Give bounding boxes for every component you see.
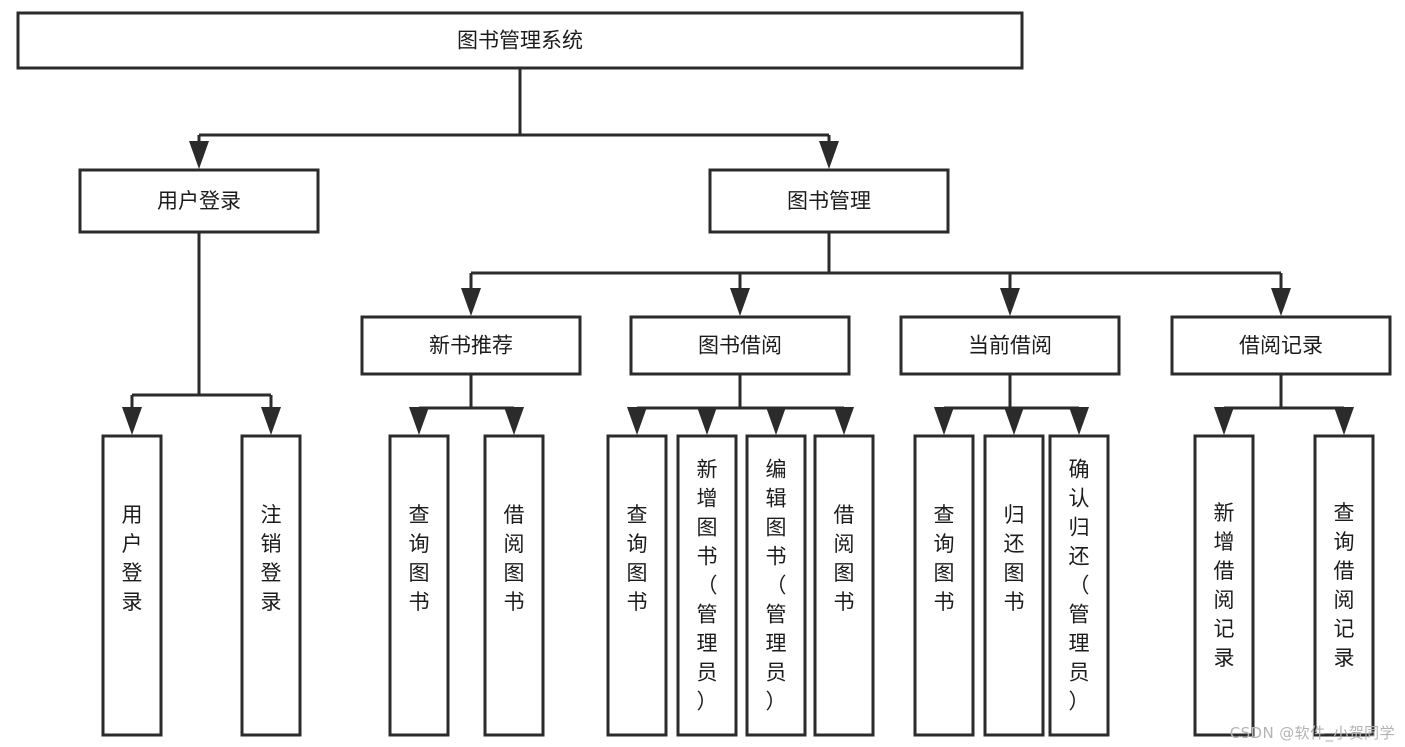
- node-leaf-edit-book[interactable]: 编辑图书（管理员）: [745, 434, 807, 737]
- node-box-current-borrow[interactable]: [899, 315, 1121, 376]
- connector-edge-user-login-to-leaves: [122, 232, 281, 435]
- node-label-leaf-query-book-2: 查询图书: [627, 503, 648, 614]
- arrow-head-icon: [122, 407, 142, 435]
- node-book-borrow[interactable]: 图书借阅: [629, 315, 851, 376]
- node-borrow-record[interactable]: 借阅记录: [1170, 315, 1392, 376]
- connector-edge-root-to-level2: [189, 68, 839, 169]
- node-box-book-manage[interactable]: [708, 168, 950, 234]
- node-label-leaf-borrow-book-1: 借阅图书: [504, 503, 525, 614]
- arrow-head-icon: [409, 407, 429, 435]
- node-label-leaf-return-book: 归还图书: [1004, 503, 1025, 614]
- node-leaf-query-book-1[interactable]: 查询图书: [388, 434, 450, 737]
- node-root[interactable]: 图书管理系统: [16, 11, 1024, 70]
- node-leaf-user-login[interactable]: 用户登录: [101, 434, 163, 737]
- node-box-leaf-borrow-book-2[interactable]: [813, 434, 875, 737]
- arrow-head-icon: [1000, 288, 1020, 316]
- node-label-leaf-query-book-3: 查询图书: [934, 503, 955, 614]
- node-box-root[interactable]: [16, 11, 1024, 70]
- node-leaf-query-book-3[interactable]: 查询图书: [913, 434, 975, 737]
- node-label-book-manage: 图书管理: [787, 189, 871, 213]
- node-box-leaf-confirm-return[interactable]: [1048, 434, 1110, 737]
- arrow-head-icon: [1004, 407, 1024, 435]
- arrow-head-icon: [189, 141, 209, 169]
- arrow-head-icon: [627, 407, 647, 435]
- node-label-leaf-user-login: 用户登录: [122, 503, 143, 614]
- connector-edge-current-to-leaves: [934, 374, 1089, 435]
- arrow-head-icon: [730, 288, 750, 316]
- node-leaf-return-book[interactable]: 归还图书: [983, 434, 1045, 737]
- node-label-leaf-edit-book: 编辑图书（管理员）: [766, 458, 787, 714]
- node-current-borrow[interactable]: 当前借阅: [899, 315, 1121, 376]
- arrow-head-icon: [1069, 407, 1089, 435]
- arrow-head-icon: [461, 288, 481, 316]
- node-leaf-add-book[interactable]: 新增图书（管理员）: [676, 434, 738, 737]
- node-box-leaf-query-book-2[interactable]: [606, 434, 668, 737]
- connector-edge-borrow-to-leaves: [627, 374, 854, 435]
- node-user-login[interactable]: 用户登录: [78, 168, 320, 234]
- watermark-text: CSDN @软件_小贺同学: [1229, 724, 1395, 742]
- node-box-leaf-add-record[interactable]: [1193, 434, 1255, 737]
- node-box-leaf-add-book[interactable]: [676, 434, 738, 737]
- node-box-leaf-user-login[interactable]: [101, 434, 163, 737]
- node-label-leaf-query-book-1: 查询图书: [409, 503, 430, 614]
- node-label-leaf-query-record: 查询借阅记录: [1334, 501, 1355, 670]
- node-leaf-user-logout[interactable]: 注销登录: [240, 434, 302, 737]
- arrow-head-icon: [504, 407, 524, 435]
- node-box-leaf-return-book[interactable]: [983, 434, 1045, 737]
- node-box-book-borrow[interactable]: [629, 315, 851, 376]
- arrow-head-icon: [934, 407, 954, 435]
- node-label-root: 图书管理系统: [457, 29, 583, 53]
- node-box-leaf-user-logout[interactable]: [240, 434, 302, 737]
- node-label-borrow-record: 借阅记录: [1239, 334, 1323, 358]
- arrow-head-icon: [697, 407, 717, 435]
- node-box-user-login[interactable]: [78, 168, 320, 234]
- node-leaf-query-record[interactable]: 查询借阅记录: [1313, 434, 1375, 737]
- node-leaf-borrow-book-2[interactable]: 借阅图书: [813, 434, 875, 737]
- connector-edge-recommend-to-leaves: [409, 374, 524, 435]
- node-label-new-book-recommend: 新书推荐: [429, 334, 513, 358]
- node-label-book-borrow: 图书借阅: [698, 334, 782, 358]
- node-label-current-borrow: 当前借阅: [968, 334, 1052, 358]
- node-leaf-borrow-book-1[interactable]: 借阅图书: [483, 434, 545, 737]
- nodes-layer: 图书管理系统用户登录图书管理新书推荐图书借阅当前借阅借阅记录用户登录注销登录查询…: [16, 11, 1392, 737]
- node-leaf-confirm-return[interactable]: 确认归还（管理员）: [1048, 434, 1110, 737]
- arrow-head-icon: [1214, 407, 1234, 435]
- arrow-head-icon: [261, 407, 281, 435]
- node-book-manage[interactable]: 图书管理: [708, 168, 950, 234]
- arrow-head-icon: [1334, 407, 1354, 435]
- arrow-head-icon: [1271, 288, 1291, 316]
- node-box-leaf-query-record[interactable]: [1313, 434, 1375, 737]
- node-label-user-login: 用户登录: [157, 189, 241, 213]
- node-label-leaf-user-logout: 注销登录: [261, 503, 282, 614]
- arrow-head-icon: [766, 407, 786, 435]
- node-label-leaf-add-book: 新增图书（管理员）: [697, 458, 718, 714]
- arrow-head-icon: [819, 141, 839, 169]
- node-box-leaf-query-book-3[interactable]: [913, 434, 975, 737]
- node-box-leaf-edit-book[interactable]: [745, 434, 807, 737]
- connector-edge-record-to-leaves: [1214, 374, 1354, 435]
- node-leaf-query-book-2[interactable]: 查询图书: [606, 434, 668, 737]
- node-box-leaf-query-book-1[interactable]: [388, 434, 450, 737]
- node-label-leaf-add-record: 新增借阅记录: [1214, 501, 1235, 670]
- node-label-leaf-confirm-return: 确认归还（管理员）: [1069, 458, 1090, 714]
- node-label-leaf-borrow-book-2: 借阅图书: [834, 503, 855, 614]
- node-box-leaf-borrow-book-1[interactable]: [483, 434, 545, 737]
- node-box-new-book-recommend[interactable]: [360, 315, 582, 376]
- edges-layer: [122, 68, 1354, 435]
- node-leaf-add-record[interactable]: 新增借阅记录: [1193, 434, 1255, 737]
- connector-edge-book-manage-to-level3: [461, 232, 1291, 316]
- node-new-book-recommend[interactable]: 新书推荐: [360, 315, 582, 376]
- arrow-head-icon: [834, 407, 854, 435]
- node-box-borrow-record[interactable]: [1170, 315, 1392, 376]
